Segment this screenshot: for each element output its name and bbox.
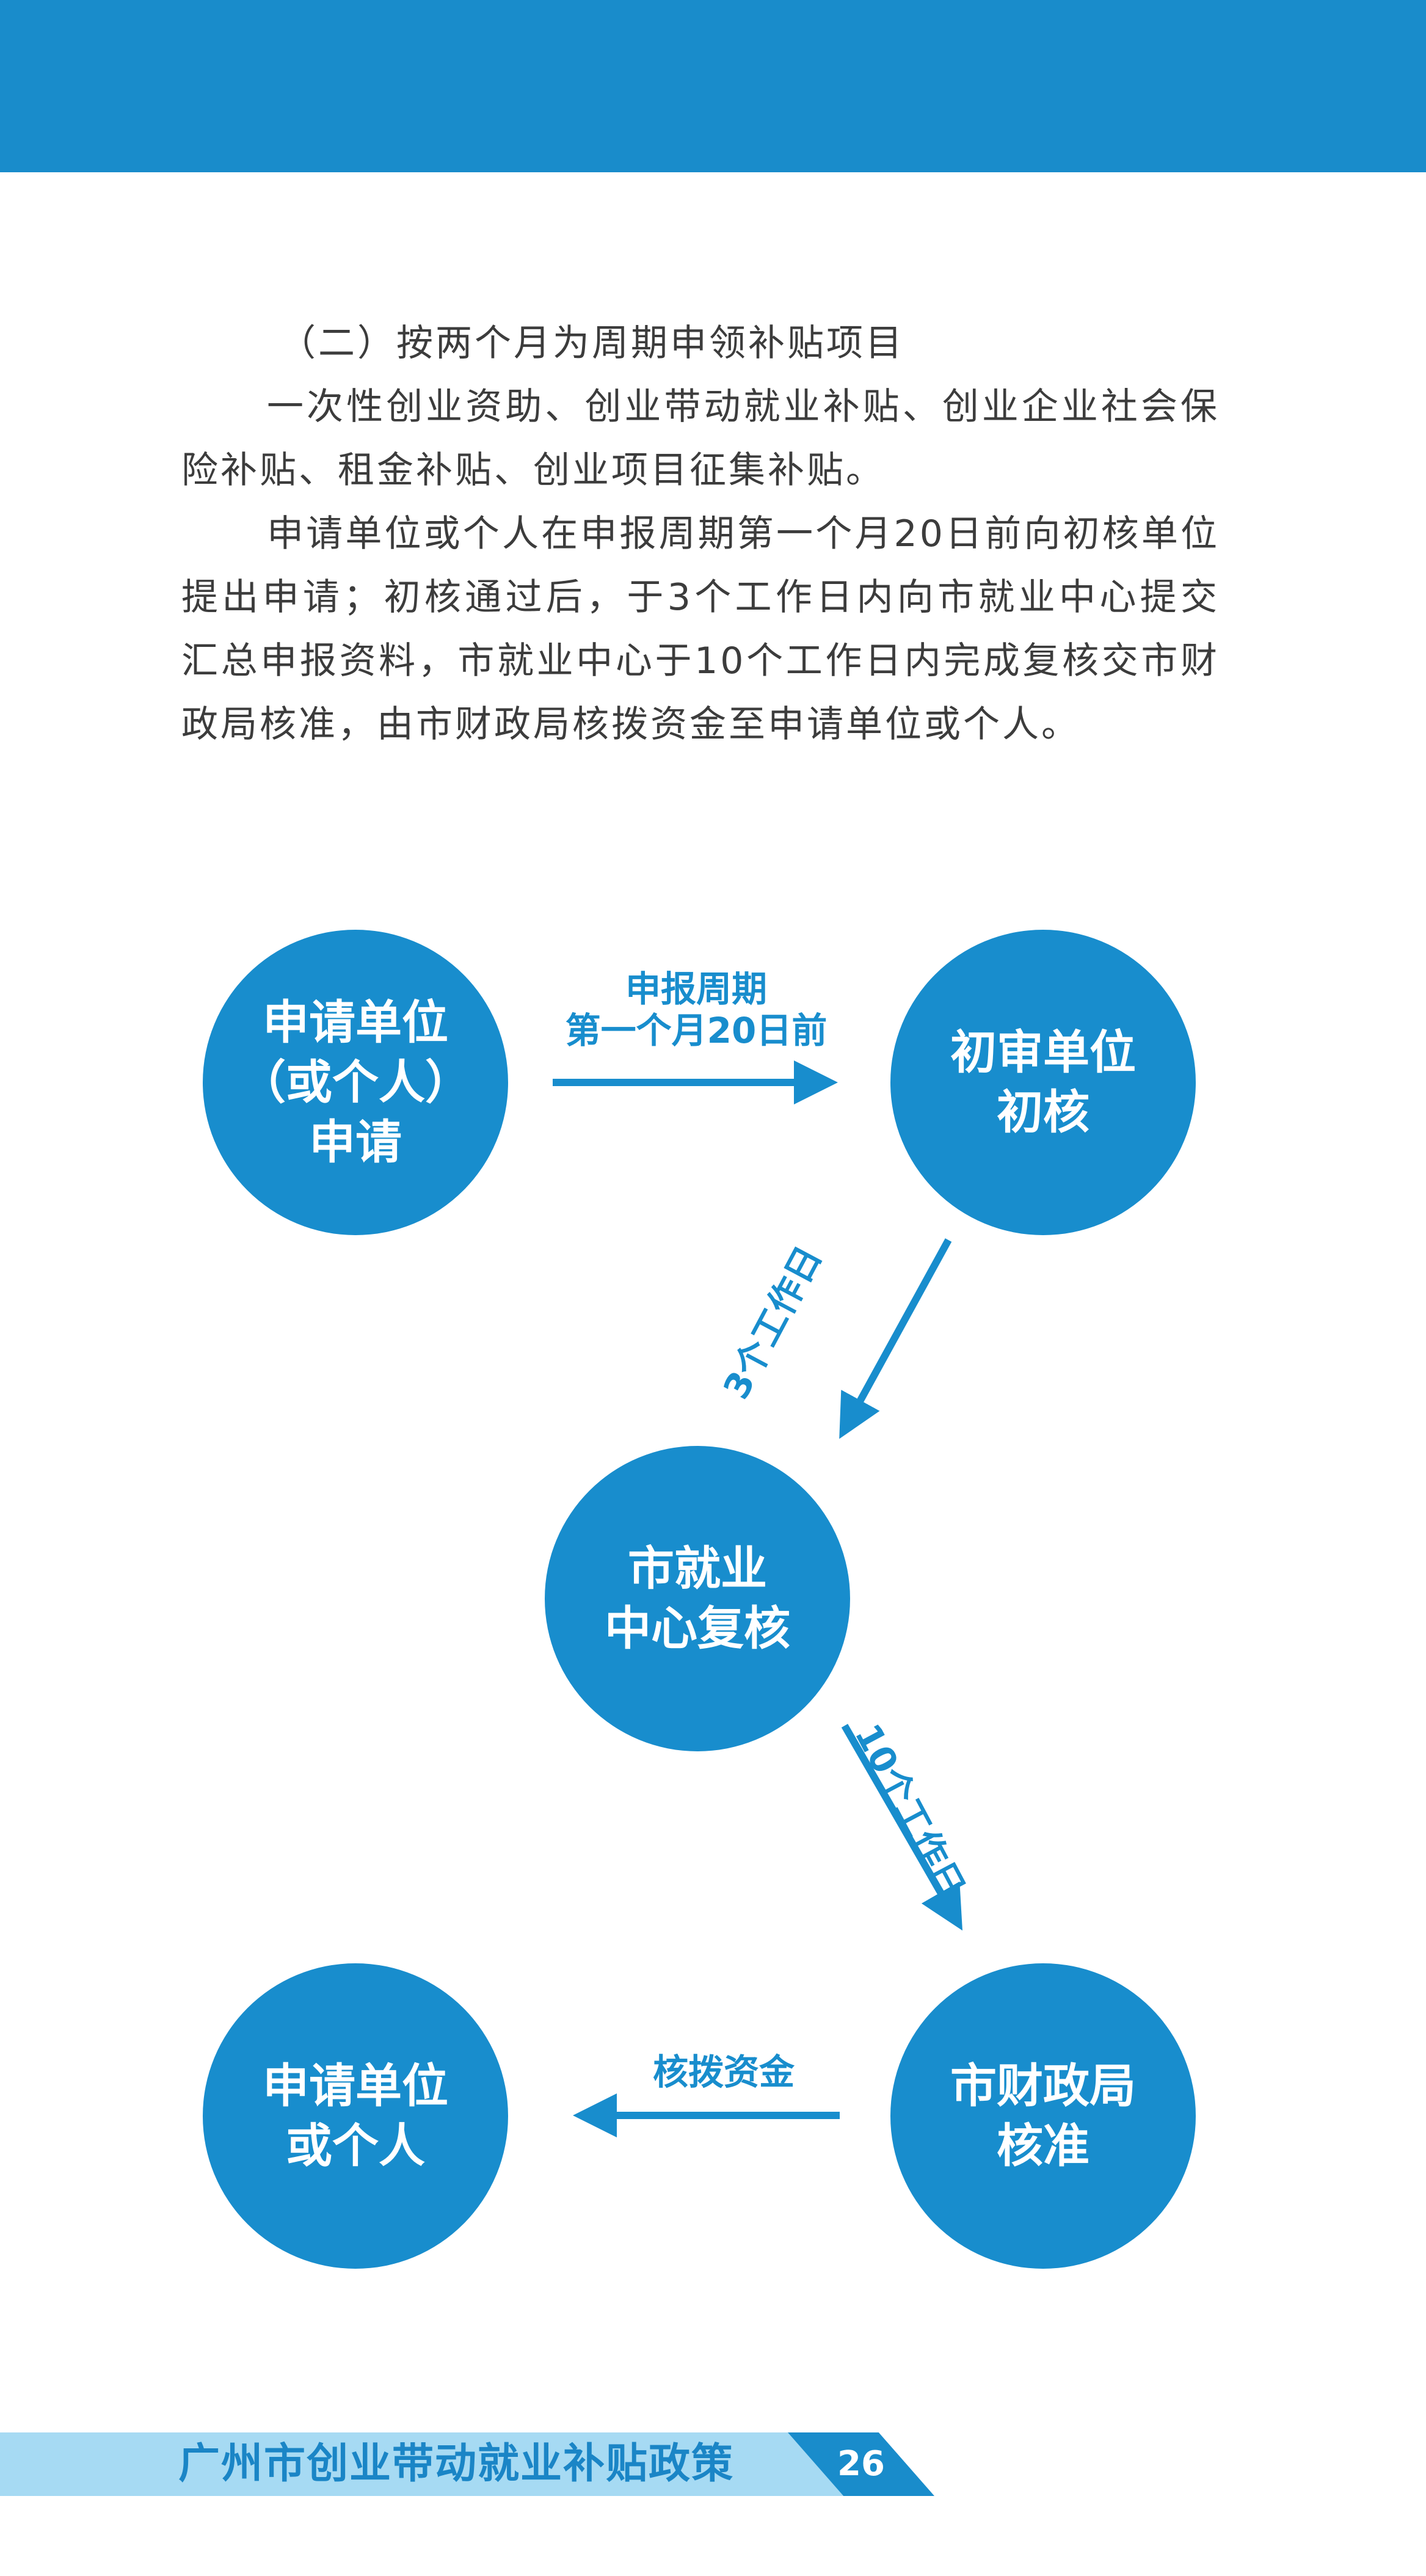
node-finance-bureau-approval: 市财政局 核准 (890, 1963, 1196, 2269)
edge-label-deadline: 申报周期 第一个月20日前 (537, 968, 855, 1051)
header-bar (0, 0, 1426, 172)
footer-band (0, 2432, 867, 2496)
node-applicant-apply: 申请单位 （或个人） 申请 (203, 930, 508, 1235)
node-applicant-receive-line2: 或个人 (286, 2118, 425, 2173)
node-employment-center-line1: 市就业 (628, 1541, 767, 1596)
edge-label-deadline-line2: 第一个月20日前 (565, 1010, 828, 1051)
node-applicant-apply-line2: （或个人） (239, 1055, 471, 1109)
arrow-center-to-finance (841, 1724, 962, 1931)
node-initial-review-line1: 初审单位 (950, 1025, 1136, 1079)
section-heading: （二）按两个月为周期申领补贴项目 (279, 322, 904, 365)
node-applicant-receive: 申请单位 或个人 (203, 1963, 508, 2269)
paragraph-subsidy-items: 一次性创业资助、创业带动就业补贴、创业企业社会保险补贴、租金补贴、创业项目征集补… (181, 385, 1220, 492)
arrow-initial-to-center (839, 1238, 952, 1439)
paragraph-procedure: 申请单位或个人在申报周期第一个月20日前向初核单位提出申请；初核通过后，于3个工… (181, 513, 1220, 746)
node-finance-bureau-line1: 市财政局 (950, 2059, 1136, 2113)
node-initial-review-line2: 初核 (997, 1085, 1090, 1139)
node-applicant-apply-line1: 申请单位 (263, 995, 448, 1049)
node-employment-center-line2: 中心复核 (605, 1601, 790, 1655)
edge-label-fund-allocation: 核拨资金 (652, 2051, 795, 2093)
node-employment-center-review: 市就业 中心复核 (545, 1446, 850, 1751)
node-finance-bureau-line2: 核准 (997, 2118, 1090, 2173)
node-initial-review: 初审单位 初核 (890, 930, 1196, 1235)
footer-title: 广州市创业带动就业补贴政策 (178, 2440, 735, 2488)
node-applicant-apply-line3: 申请 (309, 1115, 402, 1169)
node-applicant-receive-line1: 申请单位 (263, 2059, 448, 2113)
edge-label-deadline-line1: 申报周期 (625, 968, 767, 1010)
page-number: 26 (837, 2444, 885, 2484)
